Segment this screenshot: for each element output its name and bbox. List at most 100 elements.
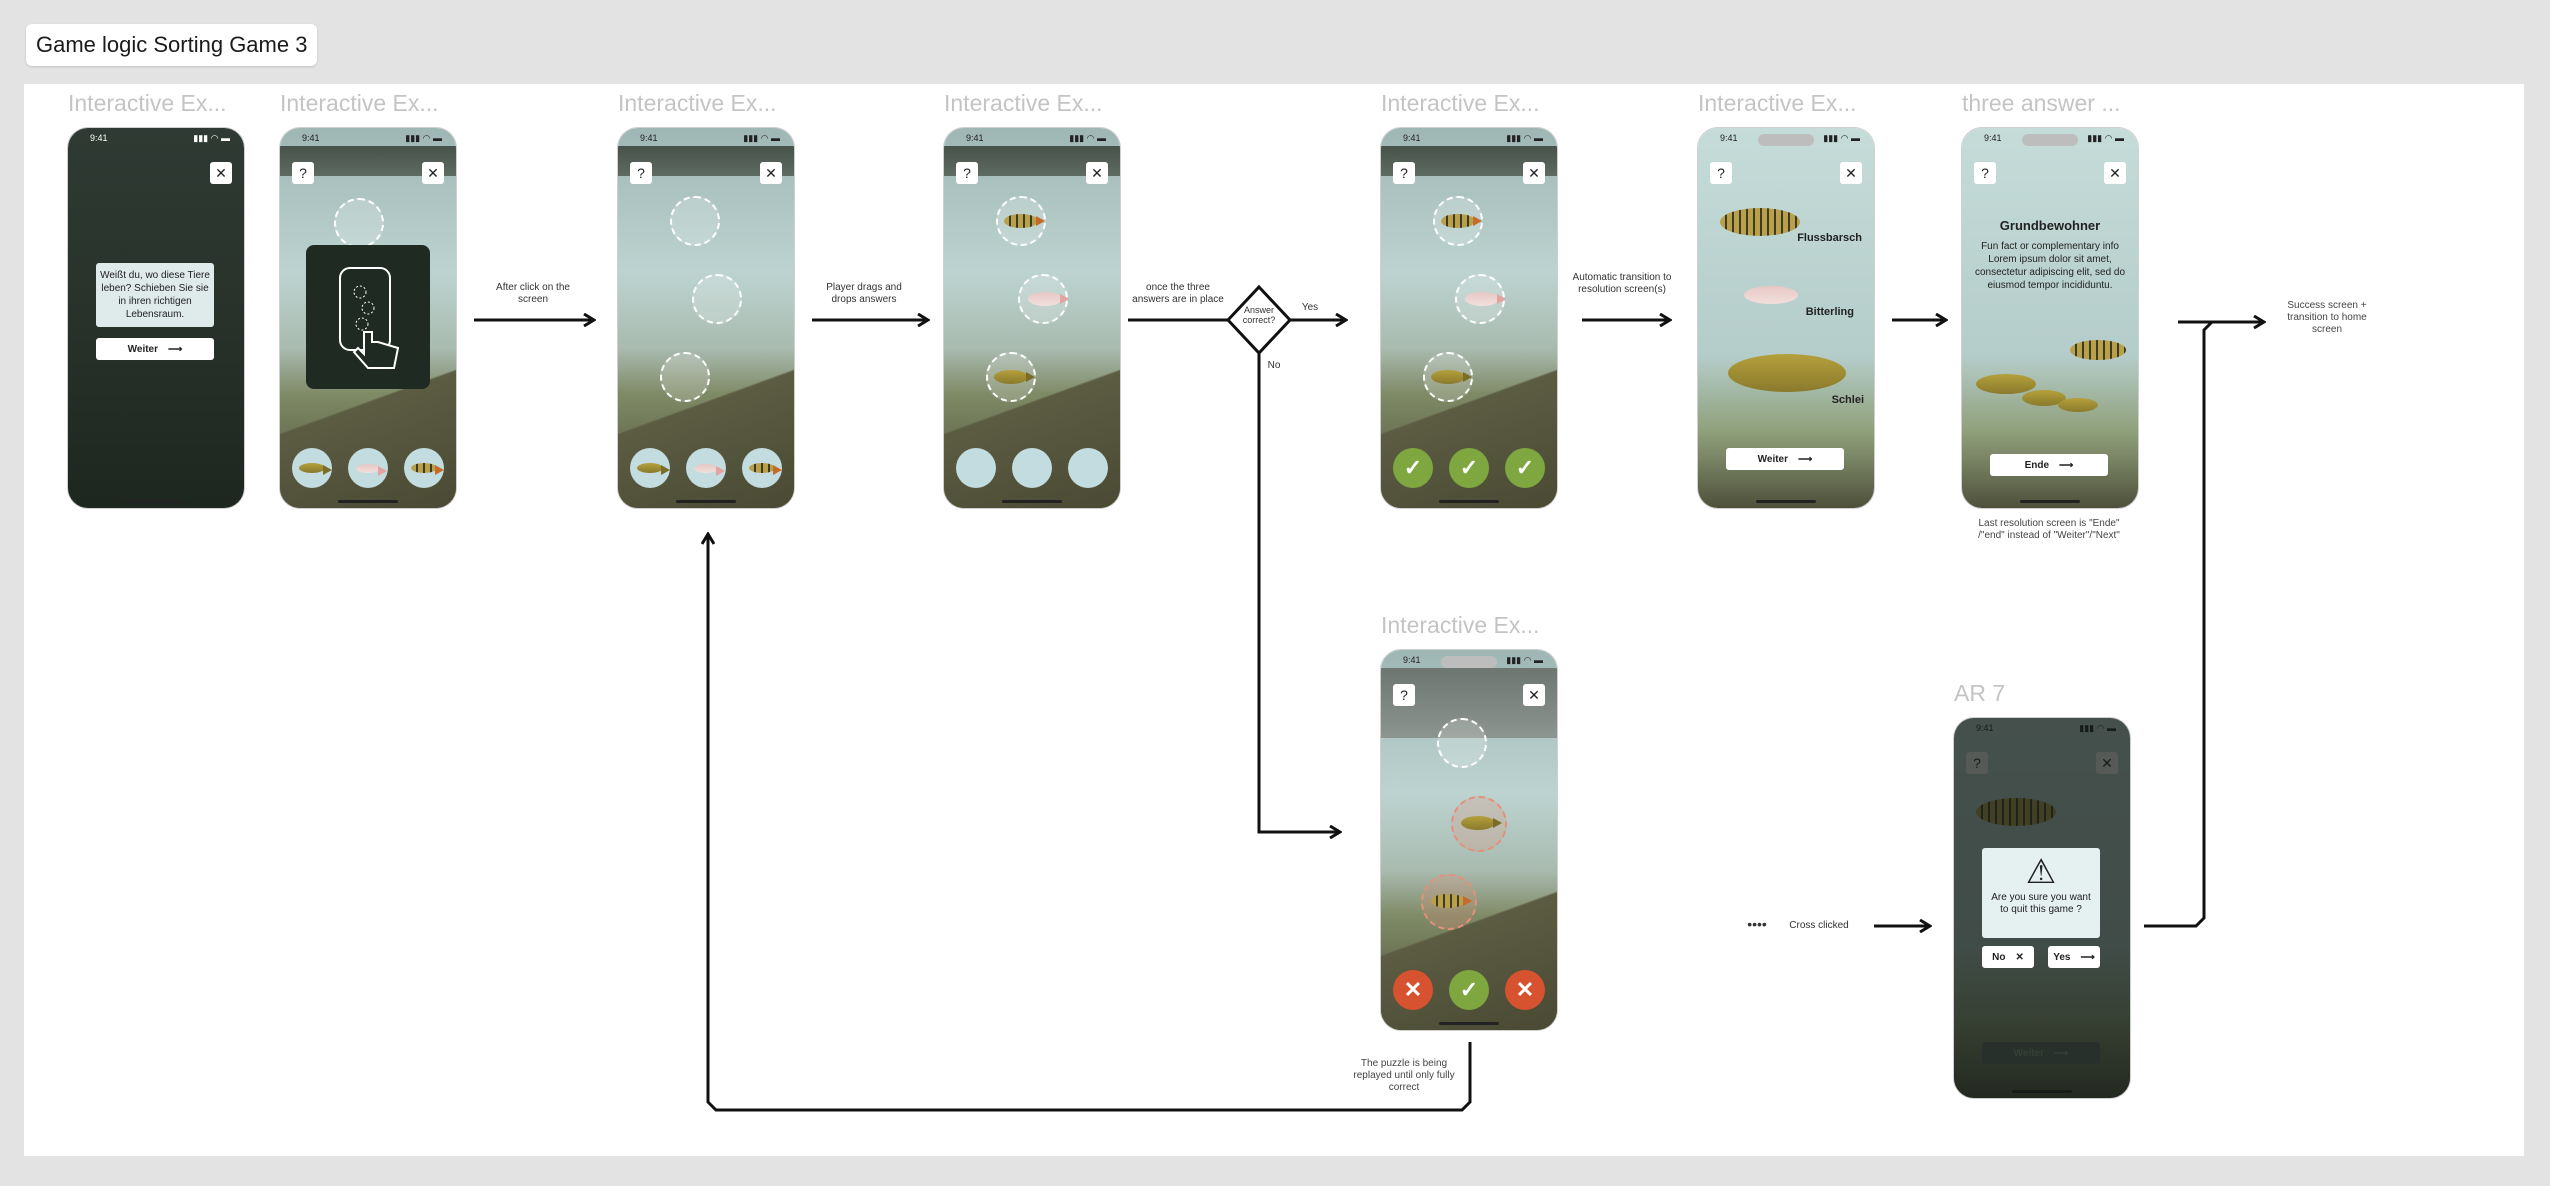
resolution-body: Fun fact or complementary info Lorem ips…: [1972, 240, 2128, 292]
check-icon: ✓: [1393, 448, 1433, 488]
home-indicator: [676, 500, 736, 503]
frame-label-three-answer[interactable]: three answer ...: [1962, 90, 2138, 117]
phone-resolution[interactable]: 9:41 ▮▮▮ ◠ ▬ ? ✕ Flussbarsch Bitterling S…: [1698, 128, 1874, 508]
ende-button[interactable]: Ende ⟶: [1990, 454, 2108, 476]
phone-answers-placed[interactable]: 9:41▮▮▮ ◠ ▬ ? ✕: [944, 128, 1120, 508]
close-button[interactable]: ✕: [2104, 162, 2126, 184]
close-button[interactable]: ✕: [1523, 162, 1545, 184]
annotation-once-three: once the three answers are in place: [1128, 282, 1228, 306]
perch-fish: [1720, 208, 1800, 236]
drop-slot[interactable]: [692, 274, 742, 324]
status-time: 9:41: [1720, 133, 1738, 143]
perch-fish[interactable]: [1004, 214, 1038, 228]
close-button[interactable]: ✕: [760, 162, 782, 184]
answer-bubble[interactable]: [742, 448, 782, 488]
phone-intro[interactable]: 9:41 ▮▮▮ ◠ ▬ ✕ Weißt du, wo diese Tiere l…: [68, 128, 244, 508]
perch-fish[interactable]: [1431, 894, 1465, 908]
arrow-right-icon: ⟶: [2059, 460, 2073, 471]
weiter-button[interactable]: Weiter ⟶: [1726, 448, 1844, 470]
close-button[interactable]: ✕: [210, 162, 232, 184]
frame-label-tutorial[interactable]: Interactive Ex...: [280, 90, 456, 117]
help-button[interactable]: ?: [1393, 684, 1415, 706]
home-indicator: [1756, 500, 1816, 503]
tench-fish[interactable]: [994, 370, 1028, 384]
arrow-right-icon: ⟶: [1798, 454, 1812, 465]
help-button[interactable]: ?: [1710, 162, 1732, 184]
notch: [2022, 134, 2078, 146]
empty-bubble: [956, 448, 996, 488]
phone-correct[interactable]: 9:41▮▮▮ ◠ ▬ ? ✕ ✓ ✓ ✓: [1381, 128, 1557, 508]
frame-label-wrong[interactable]: Interactive Ex...: [1381, 612, 1557, 639]
resolution-heading: Grundbewohner: [1962, 218, 2138, 233]
yes-button[interactable]: Yes ⟶: [2048, 946, 2100, 968]
notch: [1441, 656, 1497, 668]
status-time: 9:41: [640, 133, 658, 143]
drop-slot[interactable]: [334, 198, 384, 248]
arrow-right-icon: ⟶: [168, 344, 182, 355]
answer-bubble[interactable]: [686, 448, 726, 488]
frame-label-resolution[interactable]: Interactive Ex...: [1698, 90, 1874, 117]
tench-fish: [1728, 354, 1846, 392]
dots-icon: ••••: [1742, 918, 1772, 930]
frame-label-ar7[interactable]: AR 7: [1954, 680, 2130, 707]
quit-question: Are you sure you want to quit this game …: [1982, 892, 2100, 916]
drop-slot[interactable]: [670, 196, 720, 246]
status-icons: ▮▮▮ ◠ ▬: [1823, 133, 1860, 144]
weiter-label: Weiter: [1758, 454, 1788, 465]
check-icon: ✓: [1449, 970, 1489, 1010]
annotation-cross-clicked: Cross clicked: [1784, 920, 1854, 932]
fish-name: Bitterling: [1806, 306, 1854, 318]
help-button[interactable]: ?: [292, 162, 314, 184]
annotation-no: No: [1264, 360, 1284, 372]
status-icons: ▮▮▮ ◠ ▬: [743, 133, 780, 144]
tench-fish: [2058, 398, 2098, 412]
status-icons: ▮▮▮ ◠ ▬: [405, 133, 442, 144]
arrow-right-icon: ⟶: [2080, 952, 2094, 963]
tench-fish[interactable]: [1461, 816, 1495, 830]
phone-three-answer[interactable]: 9:41▮▮▮ ◠ ▬ ? ✕ Grundbewohner Fun fact o…: [1962, 128, 2138, 508]
status-icons: ▮▮▮ ◠ ▬: [193, 133, 230, 144]
bitterling-fish: [694, 464, 718, 473]
answer-bubble[interactable]: [404, 448, 444, 488]
close-icon: ✕: [2015, 952, 2023, 963]
intro-text: Weißt du, wo diese Tiere leben? Schieben…: [96, 263, 214, 327]
close-button[interactable]: ✕: [1840, 162, 1862, 184]
home-indicator: [1439, 1022, 1499, 1025]
no-button[interactable]: No ✕: [1982, 946, 2034, 968]
cross-icon: ✕: [1393, 970, 1433, 1010]
frame-label-correct[interactable]: Interactive Ex...: [1381, 90, 1557, 117]
help-button[interactable]: ?: [1393, 162, 1415, 184]
phone-empty-slots[interactable]: 9:41 ▮▮▮ ◠ ▬ ? ✕: [618, 128, 794, 508]
answer-bubble[interactable]: [292, 448, 332, 488]
status-time: 9:41: [302, 133, 320, 143]
fish-name: Schlei: [1832, 394, 1864, 406]
phone-tutorial[interactable]: 9:41 ▮▮▮ ◠ ▬ ? ✕: [280, 128, 456, 508]
close-button[interactable]: ✕: [1086, 162, 1108, 184]
drop-slot[interactable]: [660, 352, 710, 402]
close-button[interactable]: ✕: [422, 162, 444, 184]
phone-quit-dialog[interactable]: 9:41▮▮▮ ◠ ▬ ? ✕ ⚠ Are you sure you want …: [1954, 718, 2130, 1098]
close-button[interactable]: ✕: [1523, 684, 1545, 706]
frame-label-empty-slots[interactable]: Interactive Ex...: [618, 90, 794, 117]
status-time: 9:41: [1403, 655, 1421, 665]
check-icon: ✓: [1505, 448, 1545, 488]
frame-label-placed[interactable]: Interactive Ex...: [944, 90, 1120, 117]
frame-label-intro[interactable]: Interactive Ex...: [68, 90, 244, 117]
cross-icon: ✕: [1505, 970, 1545, 1010]
weiter-label: Weiter: [128, 344, 158, 355]
home-indicator: [1002, 500, 1062, 503]
bitterling-fish[interactable]: [1028, 292, 1062, 306]
status-time: 9:41: [90, 133, 108, 143]
help-button[interactable]: ?: [956, 162, 978, 184]
fish-name: Flussbarsch: [1797, 232, 1862, 244]
help-button[interactable]: ?: [1974, 162, 1996, 184]
help-button[interactable]: ?: [630, 162, 652, 184]
answer-bubble[interactable]: [630, 448, 670, 488]
tutorial-overlay: [306, 245, 430, 389]
answer-bubble[interactable]: [348, 448, 388, 488]
weiter-button[interactable]: Weiter ⟶: [96, 338, 214, 360]
status-time: 9:41: [966, 133, 984, 143]
no-label: No: [1992, 952, 2005, 963]
phone-wrong[interactable]: 9:41▮▮▮ ◠ ▬ ? ✕ ✕ ✓ ✕: [1381, 650, 1557, 1030]
drop-slot[interactable]: [1437, 718, 1487, 768]
